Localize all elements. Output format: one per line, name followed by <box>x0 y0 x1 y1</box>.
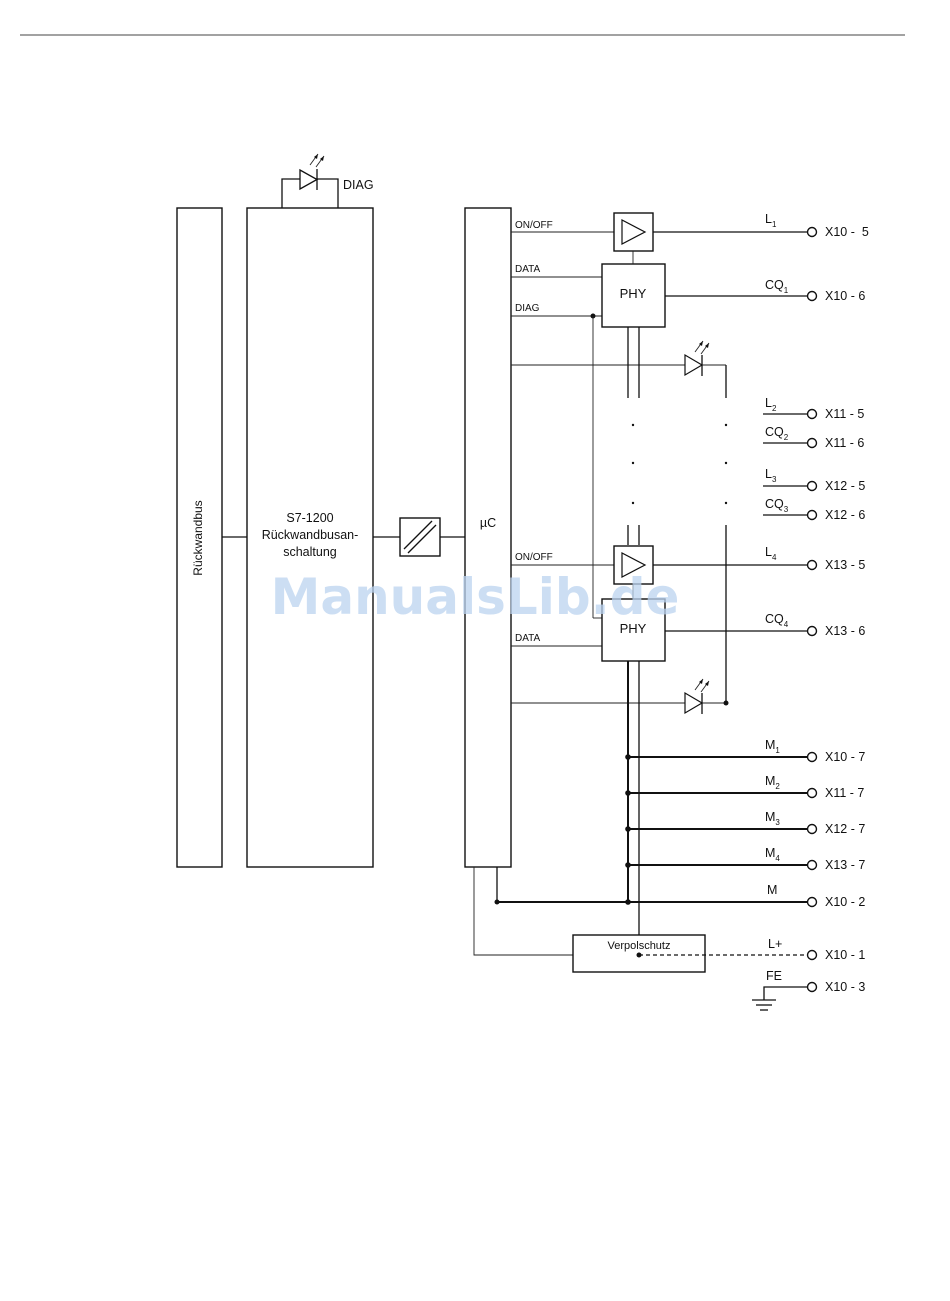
terminal-label-x10-7: X10 - 7 <box>825 750 865 764</box>
terminal-x11-5 <box>808 410 817 419</box>
microcontroller-block <box>465 208 511 867</box>
terminal-x12-7 <box>808 825 817 834</box>
signal-label-m2: M2 <box>765 774 780 791</box>
terminal-label-x12-5: X12 - 5 <box>825 479 865 493</box>
reverse-polarity-label: Verpolschutz <box>608 940 671 952</box>
diag-led-icon <box>282 154 338 208</box>
signal-label-l3: L3 <box>765 467 777 484</box>
terminal-label-x11-6: X11 - 6 <box>825 436 864 450</box>
backplane-bus-label: Rückwandbus <box>191 500 205 575</box>
terminal-x12-5 <box>808 482 817 491</box>
terminal-label-x10-5: X10 - 5 <box>825 225 869 239</box>
ch4-status-led-icon <box>685 679 709 714</box>
ch1-diag-label: DIAG <box>515 303 540 314</box>
signal-label-m3: M3 <box>765 810 780 827</box>
signal-label-l4: L4 <box>765 545 777 562</box>
terminal-x10-2 <box>808 898 817 907</box>
terminal-x10-3 <box>808 983 817 992</box>
signal-label-l1: L1 <box>765 212 777 229</box>
terminal-x12-6 <box>808 511 817 520</box>
terminal-label-x11-7: X11 - 7 <box>825 786 864 800</box>
terminal-label-x10-3: X10 - 3 <box>825 980 865 994</box>
terminal-label-x10-1: X10 - 1 <box>825 948 865 962</box>
terminal-label-x13-5: X13 - 5 <box>825 558 865 572</box>
signal-label-cq1: CQ1 <box>765 278 789 295</box>
signal-label-cq4: CQ4 <box>765 612 789 629</box>
terminal-x13-7 <box>808 861 817 870</box>
signal-label-lplus: L+ <box>768 937 782 951</box>
isolation-barrier <box>400 518 440 556</box>
terminal-x13-6 <box>808 627 817 636</box>
ch1-data-label: DATA <box>515 264 541 275</box>
terminal-label-x11-5: X11 - 5 <box>825 407 864 421</box>
signal-label-m4: M4 <box>765 846 780 863</box>
watermark: ManualsLib.de <box>271 568 680 626</box>
terminal-x10-1 <box>808 951 817 960</box>
ch1-status-led-icon <box>685 341 709 376</box>
terminal-label-x12-7: X12 - 7 <box>825 822 865 836</box>
signal-label-cq3: CQ3 <box>765 497 789 514</box>
signal-label-fe: FE <box>766 969 782 983</box>
signal-label-cq2: CQ2 <box>765 425 789 442</box>
ch1-on-off-label: ON/OFF <box>515 220 553 231</box>
ch4-on-off-label: ON/OFF <box>515 552 553 563</box>
ch1-phy-label: PHY <box>620 286 647 301</box>
terminal-label-x13-6: X13 - 6 <box>825 624 865 638</box>
terminal-label-x12-6: X12 - 6 <box>825 508 865 522</box>
microcontroller-label: µC <box>480 516 496 530</box>
ch4-data-label: DATA <box>515 633 541 644</box>
terminal-label-x13-7: X13 - 7 <box>825 858 865 872</box>
diag-led-label: DIAG <box>343 178 374 192</box>
signal-label-l2: L2 <box>765 396 777 413</box>
s7-1200-label-line2: Rückwandbusan- <box>262 528 359 542</box>
s7-1200-label-line1: S7-1200 <box>286 511 333 525</box>
terminal-x10-5 <box>808 228 817 237</box>
signal-label-m1: M1 <box>765 738 780 755</box>
terminal-x10-6 <box>808 292 817 301</box>
earth-ground-icon <box>752 1000 776 1010</box>
terminal-x11-6 <box>808 439 817 448</box>
terminal-x10-7 <box>808 753 817 762</box>
terminal-x11-7 <box>808 789 817 798</box>
terminal-x13-5 <box>808 561 817 570</box>
signal-label-m: M <box>767 883 777 897</box>
terminal-label-x10-6: X10 - 6 <box>825 289 865 303</box>
s7-1200-label-line3: schaltung <box>283 545 337 559</box>
terminal-label-x10-2: X10 - 2 <box>825 895 865 909</box>
